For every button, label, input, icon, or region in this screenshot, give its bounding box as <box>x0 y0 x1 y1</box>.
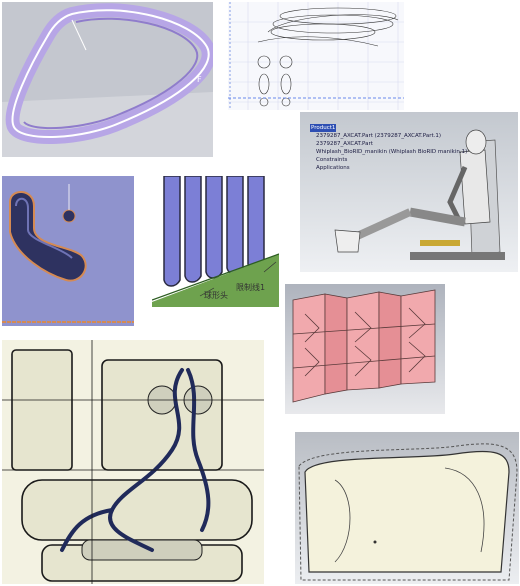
seat-frame-ring-drawing: F <box>2 2 213 157</box>
wireframe-grid <box>228 2 404 110</box>
tree-item-part[interactable]: 2379287_AXCAT.Part <box>316 141 373 147</box>
svg-text:F: F <box>197 75 202 84</box>
catia-product-tree-manikin: Product1 2379287_AXCAT.Part (2379287_AXC… <box>300 112 518 272</box>
tree-item-manikin[interactable]: Whiplash_BioRID_manikin (Whiplash BioRID… <box>316 149 468 155</box>
foam-columns-drawing <box>152 176 279 307</box>
seat-wiring-harness-render <box>2 340 264 584</box>
pink-cells-render <box>285 284 445 414</box>
tree-item-applications[interactable]: Applications <box>316 165 350 171</box>
headrest-section-drawing <box>2 176 134 326</box>
mannequin-wireframe-drawing <box>228 2 404 110</box>
limit-line-label: 限制线1 <box>236 283 266 292</box>
pink-cells-drawing <box>285 284 445 414</box>
seat-cushion-surface-render <box>295 432 519 584</box>
foam-columns-render: 球形头 限制线1 <box>152 176 279 307</box>
seat-cushion-drawing <box>295 432 519 584</box>
product-tree: Product1 2379287_AXCAT.Part (2379287_AXC… <box>310 124 467 172</box>
seat-frame-ring-render: F <box>2 2 213 157</box>
headrest-section-render <box>2 176 134 326</box>
wiring-harness-drawing <box>2 340 264 584</box>
ball-head-label: 球形头 <box>204 291 228 300</box>
tree-item-product1[interactable]: Product1 <box>310 124 337 132</box>
tree-item-part-instance[interactable]: 2379287_AXCAT.Part (2379287_AXCAT.Part.1… <box>316 133 442 139</box>
manikin-scene <box>300 112 518 272</box>
tree-item-constraints[interactable]: Constraints <box>316 157 348 163</box>
